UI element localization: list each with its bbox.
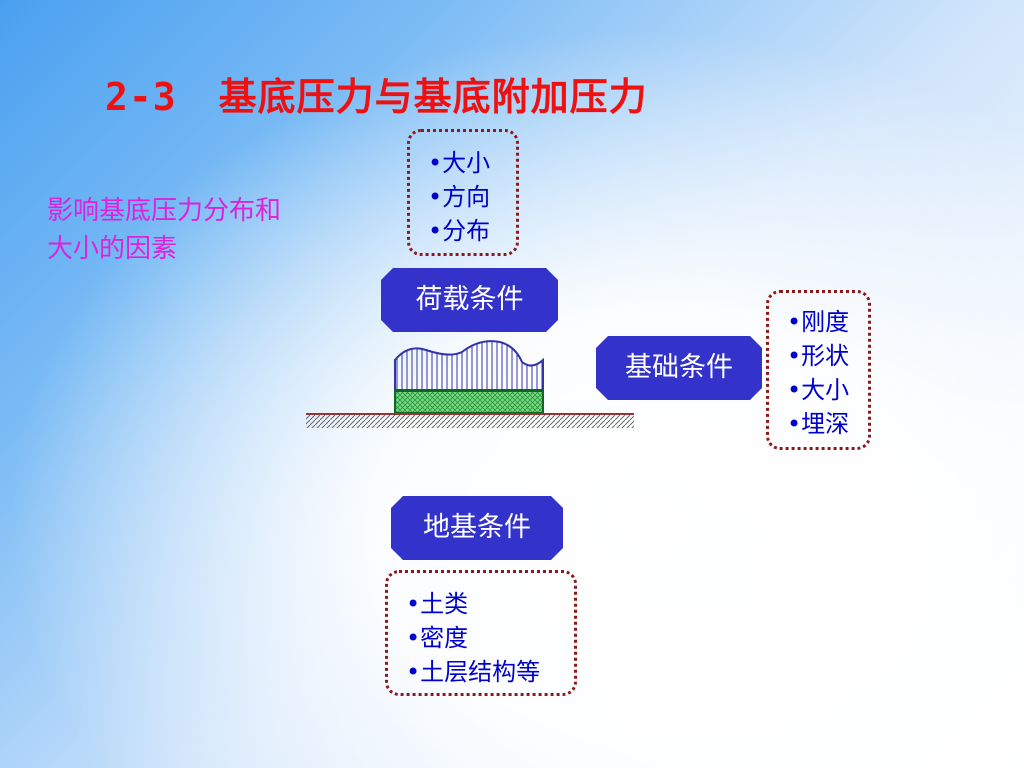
soil-condition-badge: 地基条件	[391, 496, 563, 560]
foundation-condition-badge: 基础条件	[596, 336, 762, 400]
soil-item: •土类	[406, 590, 469, 618]
load-condition-badge: 荷载条件	[381, 268, 558, 332]
foundation-items-box: •刚度 •形状 •大小 •埋深	[766, 290, 871, 450]
foundation-item: •刚度	[787, 308, 850, 336]
title-text: 基底压力与基底附加压力	[218, 75, 648, 119]
soil-item: •密度	[406, 624, 469, 652]
load-item: •方向	[428, 183, 491, 211]
factors-label: 影响基底压力分布和大小的因素	[47, 196, 282, 264]
load-item: •大小	[428, 149, 491, 177]
foundation-item: •大小	[787, 376, 850, 404]
pressure-distribution-shape	[394, 340, 544, 391]
load-item: •分布	[428, 217, 491, 245]
soil-items-box: •土类 •密度 •土层结构等	[385, 570, 577, 696]
foundation-item: •埋深	[787, 410, 850, 438]
slide-title: 2-3 基底压力与基底附加压力	[105, 66, 648, 121]
footing-block	[394, 390, 544, 414]
ground-hatch	[306, 414, 634, 428]
soil-item: •土层结构等	[406, 658, 541, 686]
foundation-item: •形状	[787, 342, 850, 370]
load-items-box: •大小 •方向 •分布	[407, 129, 519, 256]
section-number: 2-3	[105, 75, 177, 119]
footing-pressure-diagram	[306, 340, 634, 428]
